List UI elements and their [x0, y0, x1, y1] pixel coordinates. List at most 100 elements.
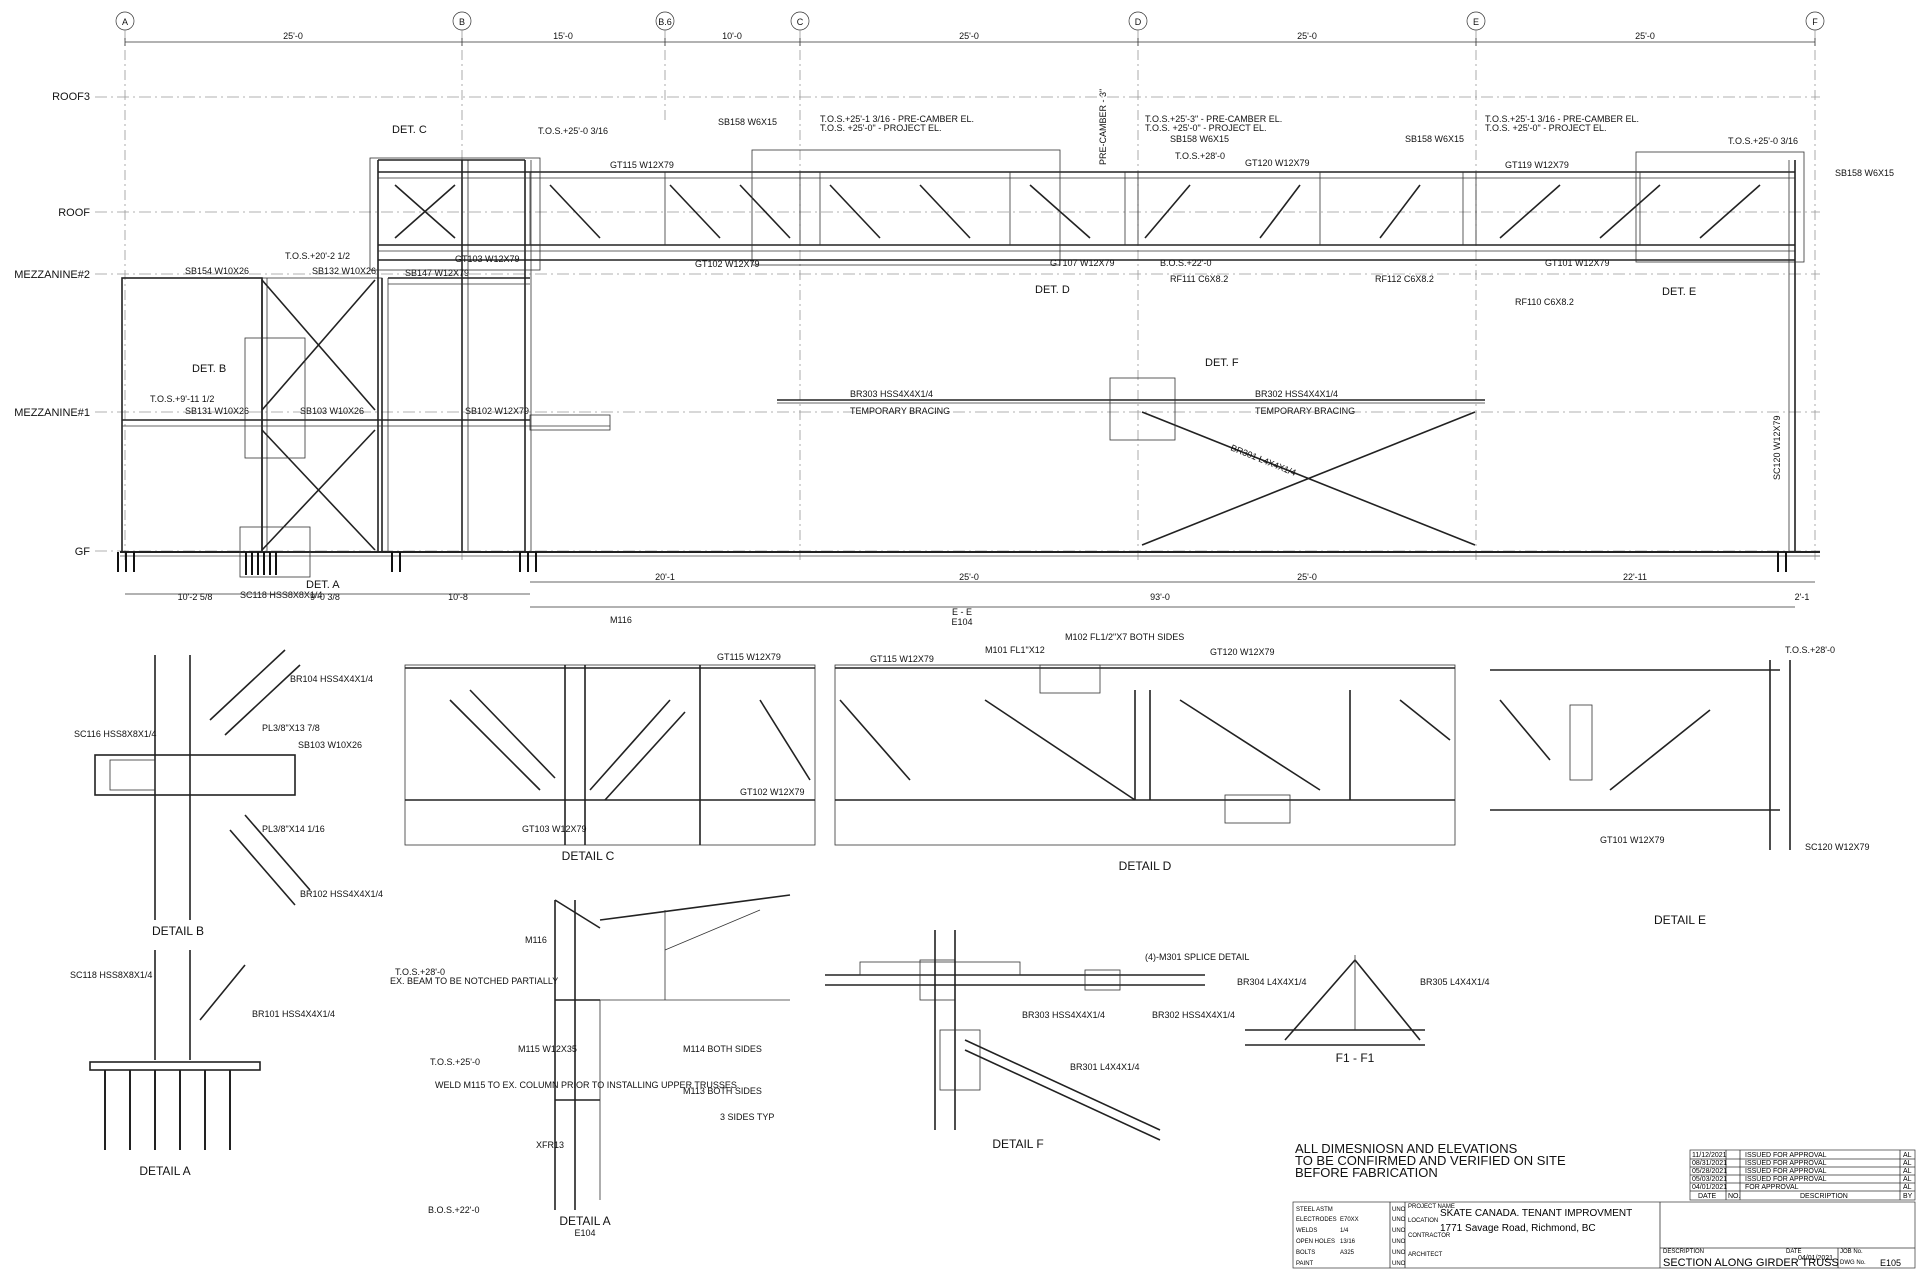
label-sb103: SB103 W10X26 — [300, 406, 364, 416]
label-br302: BR302 HSS4X4X1/4 — [1255, 389, 1338, 399]
revision-table: 11/12/2021 ISSUED FOR APPROVAL AL 08/31/… — [1689, 1149, 1916, 1201]
note-precamber: PRE-CAMBER - 3" — [1098, 89, 1108, 165]
tag-det-e: DET. E — [1662, 286, 1696, 298]
detail-e: GT101 W12X79 SC120 W12X79 T.O.S.+28'-0 D… — [1490, 645, 1870, 927]
label-br301: BR301 L4X4X1/4 — [1229, 443, 1297, 478]
label-sc120-e: SC120 W12X79 — [1805, 842, 1870, 852]
grid-line-b6: B.6 — [655, 11, 675, 120]
title-f1-f1: F1 - F1 — [1336, 1051, 1375, 1065]
label-sb158-b: SB158 W6X15 — [1170, 134, 1229, 144]
title-detail-b: DETAIL B — [152, 924, 204, 938]
drawing-date: 04/01/2021 — [1798, 1255, 1833, 1262]
grid-label-b6: B.6 — [658, 17, 672, 27]
rev-header-by: BY — [1903, 1193, 1913, 1200]
description-label: DESCRIPTION — [1663, 1249, 1704, 1255]
dim-b-b6: 15'-0 — [553, 31, 573, 41]
detail-c: M116 GT115 W12X79 GT103 W12X79 GT102 W12… — [404, 615, 816, 863]
label-gt107: GT107 W12X79 — [1050, 258, 1115, 268]
rev-2-date: 08/31/2021 — [1692, 1160, 1727, 1167]
drawing-number: E105 — [1880, 1258, 1901, 1268]
ref-detail-a2: E104 — [574, 1228, 595, 1238]
label-gt103-c: GT103 W12X79 — [522, 824, 587, 834]
grid-line-e: E — [1466, 11, 1486, 560]
dim-bottom-total: 93'-0 — [1150, 592, 1170, 602]
dim-bottom-4: 20'-1 — [655, 572, 675, 582]
note-tos25: T.O.S.+25'-0 — [430, 1057, 480, 1067]
spec-welds-uno: UNO — [1392, 1228, 1406, 1234]
spec-holes-val: 13/16 — [1340, 1239, 1356, 1245]
dim-d-e: 25'-0 — [1297, 31, 1317, 41]
spec-holes-uno: UNO — [1392, 1239, 1406, 1245]
dim-bottom-7: 22'-11 — [1623, 572, 1647, 582]
note-tos-mez2: T.O.S.+20'-2 1/2 — [285, 251, 350, 261]
detail-d: GT115 W12X79 GT120 W12X79 M101 FL1"X12 M… — [834, 607, 1456, 873]
label-sc118: SC118 HSS8X8X1/4 — [240, 590, 322, 600]
label-rf111: RF111 C6X8.2 — [1170, 274, 1228, 284]
detail-tags: DET. A DET. B DET. C DET. D DET. E DET. … — [192, 124, 1696, 591]
label-sb158-d: SB158 W6X15 — [1835, 168, 1894, 178]
dim-bottom-3: 10'-8 — [448, 592, 468, 602]
rev-1-by: AL — [1903, 1152, 1912, 1159]
dim-bottom-6: 25'-0 — [1297, 572, 1317, 582]
project-location: 1771 Savage Road, Richmond, BC — [1440, 1223, 1596, 1234]
tag-det-d: DET. D — [1035, 284, 1070, 296]
label-sb158-c: SB158 W6X15 — [1405, 134, 1464, 144]
dim-e-f: 25'-0 — [1635, 31, 1655, 41]
dim-a-b: 25'-0 — [283, 31, 303, 41]
note-tos-e: T.O.S.+28'-0 — [1785, 645, 1835, 655]
rev-header-date: DATE — [1698, 1193, 1716, 1200]
spec-electrodes-key: ELECTRODES — [1296, 1217, 1337, 1223]
note-tos-b: T.O.S.+25'-1 3/16 - PRE-CAMBER EL. — [820, 114, 974, 124]
note-tos-i: T.O.S.+28'-0 — [1175, 151, 1225, 161]
note-tos-a: T.O.S.+25'-0 3/16 — [538, 126, 608, 136]
label-sb131: SB131 W10X26 — [185, 406, 249, 416]
note-bos22: B.O.S.+22'-0 — [428, 1205, 480, 1215]
project-name: SKATE CANADA. TENANT IMPROVMENT — [1440, 1208, 1632, 1219]
label-gt102-c: GT102 W12X79 — [740, 787, 805, 797]
rev-2-by: AL — [1903, 1160, 1912, 1167]
dim-bottom-2: 9'-0 3/8 — [310, 592, 340, 602]
contractor-label: CONTRACTOR — [1408, 1233, 1451, 1239]
elevation-notes: T.O.S.+25'-0 3/16 T.O.S.+25'-1 3/16 - PR… — [150, 89, 1798, 404]
location-label: LOCATION — [1408, 1218, 1438, 1224]
detail-f: (4)-M301 SPLICE DETAIL BR303 HSS4X4X1/4 … — [825, 930, 1249, 1151]
note-tos28: T.O.S.+28'-0 — [395, 967, 445, 977]
title-detail-a: DETAIL A — [139, 1164, 190, 1178]
note-3-sides: 3 SIDES TYP — [720, 1112, 774, 1122]
level-roof: ROOF — [58, 207, 90, 219]
label-gt120: GT120 W12X79 — [1245, 158, 1310, 168]
title-section-ee: E - E — [952, 607, 972, 617]
label-sb132: SB132 W10X26 — [312, 266, 376, 276]
grid-line-a: A — [115, 11, 135, 560]
label-gt115-d: GT115 W12X79 — [870, 654, 934, 664]
label-gt102: GT102 W12X79 — [695, 259, 760, 269]
label-pl-1: PL3/8"X13 7/8 — [262, 723, 320, 733]
date-label: DATE — [1786, 1249, 1802, 1255]
title-detail-d: DETAIL D — [1119, 859, 1172, 873]
spec-holes-key: OPEN HOLES — [1296, 1239, 1335, 1245]
tag-det-b: DET. B — [192, 363, 226, 375]
note-tos-d: T.O.S.+25'-3" - PRE-CAMBER EL. — [1145, 114, 1282, 124]
project-name-label: PROJECT NAME — [1408, 1204, 1455, 1210]
grid-label-c: C — [797, 17, 804, 27]
architect-label: ARCHITECT — [1408, 1252, 1443, 1258]
label-sb158-a: SB158 W6X15 — [718, 117, 777, 127]
label-m301: (4)-M301 SPLICE DETAIL — [1145, 952, 1249, 962]
rev-1-desc: ISSUED FOR APPROVAL — [1745, 1152, 1827, 1159]
label-rf112: RF112 C6X8.2 — [1375, 274, 1434, 284]
grid-line-c: C — [790, 11, 810, 560]
dim-bottom-1: 10'-2 5/8 — [178, 592, 213, 602]
spec-steel-uno: UNO — [1392, 1207, 1406, 1213]
label-m101-d: M101 FL1"X12 — [985, 645, 1045, 655]
label-sb154: SB154 W10X26 — [185, 266, 249, 276]
tag-det-f: DET. F — [1205, 357, 1239, 369]
label-br101: BR101 HSS4X4X1/4 — [252, 1009, 335, 1019]
grid-label-f: F — [1812, 17, 1818, 27]
label-br104: BR104 HSS4X4X1/4 — [290, 674, 373, 684]
rev-1-date: 11/12/2021 — [1692, 1152, 1727, 1159]
label-m102-d: M102 FL1/2"X7 BOTH SIDES — [1065, 632, 1184, 642]
dwg-label: DWG No. — [1840, 1260, 1866, 1266]
drawing-title: SECTION ALONG GIRDER TRUSS — [1663, 1257, 1839, 1269]
grid-line-f: F — [1805, 11, 1825, 560]
label-gt101-e: GT101 W12X79 — [1600, 835, 1665, 845]
